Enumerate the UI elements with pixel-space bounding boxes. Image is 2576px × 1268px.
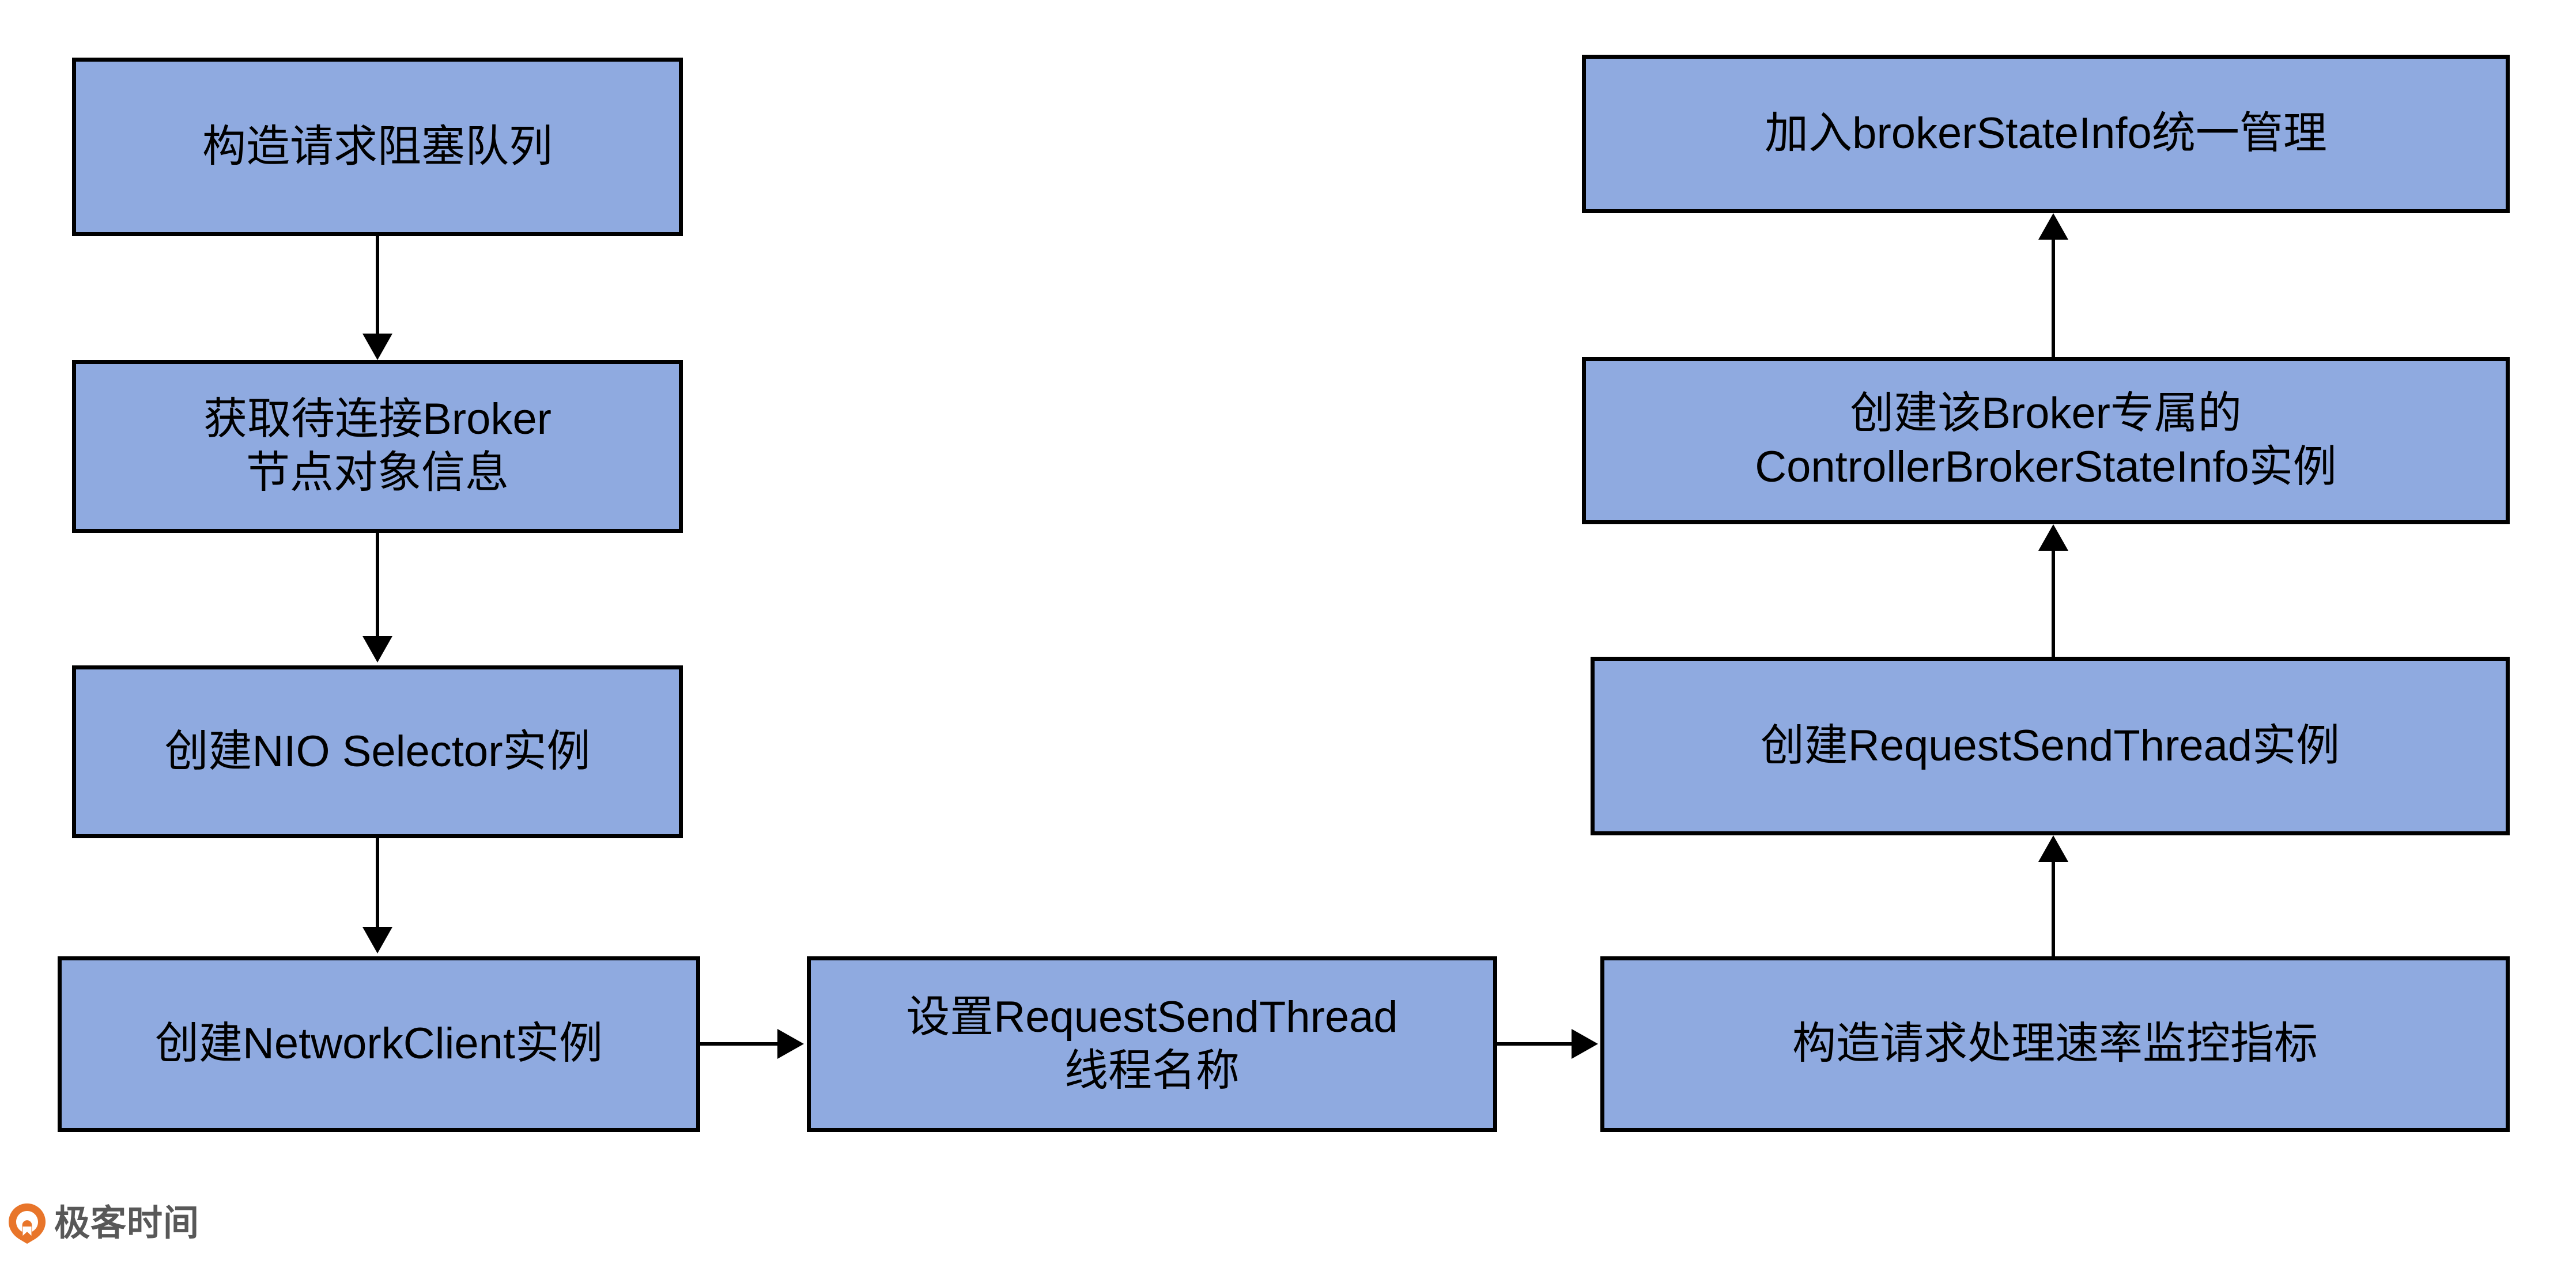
- arrow-head-down-icon: [362, 334, 392, 360]
- node-build-request-blocking-queue[interactable]: 构造请求阻塞队列: [72, 58, 683, 236]
- edge-shaft: [2052, 551, 2055, 659]
- arrow-head-up-icon: [2038, 213, 2068, 240]
- node-fetch-pending-broker-node[interactable]: 获取待连接Broker 节点对象信息: [72, 360, 683, 533]
- node-create-controller-broker-state-info[interactable]: 创建该Broker专属的 ControllerBrokerStateInfo实例: [1582, 357, 2510, 524]
- arrow-head-up-icon: [2038, 524, 2068, 551]
- arrow-head-right-icon: [1572, 1029, 1598, 1059]
- arrow-head-down-icon: [362, 927, 392, 953]
- node-create-nio-selector[interactable]: 创建NIO Selector实例: [72, 665, 683, 838]
- edge-shaft: [376, 533, 379, 639]
- node-join-broker-state-info[interactable]: 加入brokerStateInfo统一管理: [1582, 55, 2510, 213]
- edge-shaft: [376, 838, 379, 930]
- geektime-logo-icon: [8, 1203, 46, 1244]
- edge-shaft: [2052, 862, 2055, 959]
- edge-shaft: [700, 1042, 781, 1046]
- arrow-head-up-icon: [2038, 835, 2068, 862]
- edge-shaft: [2052, 240, 2055, 359]
- brand-wordmark: 极客时间: [54, 1203, 200, 1243]
- node-create-network-client[interactable]: 创建NetworkClient实例: [58, 956, 700, 1132]
- edge-shaft: [376, 236, 379, 337]
- node-create-request-send-thread[interactable]: 创建RequestSendThread实例: [1591, 657, 2510, 835]
- edge-shaft: [1497, 1042, 1575, 1046]
- brand-logo: 极客时间: [8, 1203, 199, 1244]
- node-set-request-send-thread-name[interactable]: 设置RequestSendThread 线程名称: [807, 956, 1497, 1132]
- arrow-head-down-icon: [362, 636, 392, 663]
- arrow-head-right-icon: [777, 1029, 804, 1059]
- node-build-request-rate-metrics[interactable]: 构造请求处理速率监控指标: [1600, 956, 2510, 1132]
